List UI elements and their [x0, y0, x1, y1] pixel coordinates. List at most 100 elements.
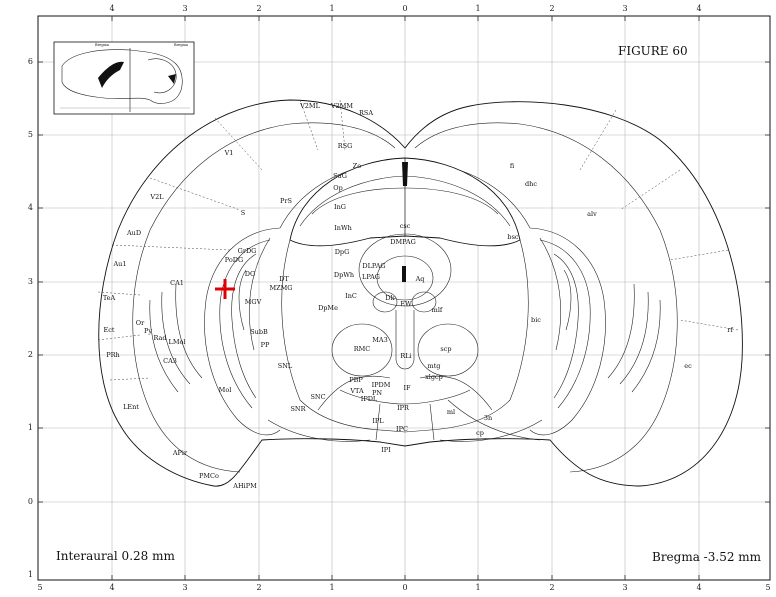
- region-label: SNR: [290, 405, 306, 413]
- region-label: IF: [403, 384, 411, 392]
- region-label: mtg: [428, 362, 441, 370]
- region-label: InC: [345, 292, 357, 300]
- region-label: Or: [136, 319, 145, 327]
- bottom-tick-label: 1: [329, 583, 334, 592]
- brain-section: [97, 99, 743, 487]
- region-label: APir: [172, 449, 188, 457]
- region-label: CA1: [170, 279, 184, 287]
- region-label: Ect: [104, 326, 115, 334]
- bottom-tick-label: 5: [765, 583, 770, 592]
- region-label: scp: [440, 345, 451, 353]
- left-tick-label: 1: [28, 570, 33, 579]
- region-label: Rad: [153, 334, 166, 342]
- region-label: SNL: [278, 362, 293, 370]
- sagittal-inset: Bregma Bregma: [53, 41, 195, 115]
- region-label: DpG: [335, 248, 350, 256]
- region-label: AuD: [126, 229, 141, 237]
- target-crosshair-icon: [215, 279, 235, 299]
- bottom-tick-label: 4: [109, 583, 114, 592]
- region-label: PoDG: [225, 256, 243, 264]
- region-label: IPR: [397, 404, 410, 412]
- region-label: Dk: [385, 294, 394, 302]
- region-label: TeA: [103, 294, 116, 302]
- bregma-label: Bregma -3.52 mm: [652, 550, 762, 564]
- region-label: MA3: [372, 336, 388, 344]
- left-tick-label: 0: [28, 497, 33, 506]
- region-label: InG: [334, 203, 346, 211]
- region-label: RMC: [354, 345, 371, 353]
- region-label: LMol: [169, 338, 186, 346]
- region-label: DpWh: [334, 271, 354, 279]
- region-label: CA3: [163, 357, 177, 365]
- left-tick-label: 6: [28, 57, 33, 66]
- region-label: Au1: [112, 260, 126, 268]
- region-label: PMCo: [199, 472, 219, 480]
- region-label: dhc: [525, 180, 537, 188]
- region-label: Aq: [415, 275, 425, 283]
- region-label: InWh: [334, 224, 352, 232]
- region-label: rf: [727, 326, 733, 334]
- region-label: 3n: [484, 414, 492, 422]
- region-label: alv: [587, 210, 597, 218]
- region-label: mlf: [432, 306, 443, 314]
- region-label: RSG: [338, 142, 353, 150]
- bottom-tick-label: 4: [696, 583, 701, 592]
- bottom-tick-label: 2: [549, 583, 554, 592]
- plate-frame: [37, 15, 771, 581]
- region-label: V2ML: [299, 102, 320, 110]
- top-tick-label: 4: [109, 4, 114, 13]
- region-label: AHiPM: [232, 482, 257, 490]
- region-label: DMPAG: [390, 238, 416, 246]
- region-label: PRh: [106, 351, 119, 359]
- top-axis-labels: 4 3 2 1 0 1 2 3 4: [109, 4, 701, 13]
- region-label: S: [241, 209, 245, 217]
- figure-title: FIGURE 60: [618, 44, 688, 58]
- axis-ticks: [38, 16, 770, 580]
- region-label: Mol: [219, 386, 232, 394]
- bottom-tick-label: 3: [622, 583, 627, 592]
- region-label: V2MM: [330, 102, 353, 110]
- region-label: bic: [531, 316, 541, 324]
- region-label: PN: [372, 389, 382, 397]
- bottom-tick-label: 3: [182, 583, 187, 592]
- region-label: IPDM: [372, 381, 391, 389]
- left-tick-label: 3: [28, 277, 33, 286]
- bottom-tick-label: 0: [402, 583, 407, 592]
- left-tick-label: 4: [28, 203, 33, 212]
- region-label: Op: [333, 184, 343, 192]
- region-label: IPI: [381, 446, 391, 454]
- region-label: PBP: [349, 376, 363, 384]
- region-label: MZMG: [269, 284, 292, 292]
- region-label: V1: [224, 149, 234, 157]
- inset-right-label: Bregma: [174, 43, 188, 47]
- region-label: RSA: [359, 109, 373, 117]
- region-label: IPDL: [361, 395, 378, 403]
- region-label: DLPAG: [362, 262, 385, 270]
- top-tick-label: 1: [329, 4, 334, 13]
- left-tick-label: 2: [28, 350, 33, 359]
- region-label: EW: [400, 300, 412, 308]
- region-label: Py: [144, 327, 152, 335]
- bottom-axis-labels: 5 4 3 2 1 0 1 2 3 4 5: [37, 583, 770, 592]
- region-label: PP: [261, 341, 270, 349]
- bottom-tick-label: 1: [475, 583, 480, 592]
- region-label: GrDG: [238, 247, 257, 255]
- region-label: cp: [476, 429, 484, 437]
- region-label: bsc: [507, 233, 518, 241]
- region-label: csc: [400, 222, 411, 230]
- top-tick-label: 4: [696, 4, 701, 13]
- top-tick-label: 3: [182, 4, 187, 13]
- region-label: DG: [245, 270, 255, 278]
- region-label: V2L: [149, 193, 164, 201]
- region-label: RLi: [400, 352, 411, 360]
- top-tick-label: 0: [402, 4, 407, 13]
- region-label: fi: [510, 162, 515, 170]
- region-label: SubB: [250, 328, 268, 336]
- region-label: LPAG: [362, 273, 380, 281]
- left-tick-label: 5: [28, 130, 33, 139]
- region-labels: V2ML V2MM RSA V1 RSG Zo SuG Op InG InWh …: [103, 102, 734, 490]
- region-label: IPL: [372, 417, 384, 425]
- region-label: ec: [684, 362, 692, 370]
- region-label: MGV: [245, 298, 262, 306]
- region-label: xlgcp: [425, 373, 443, 381]
